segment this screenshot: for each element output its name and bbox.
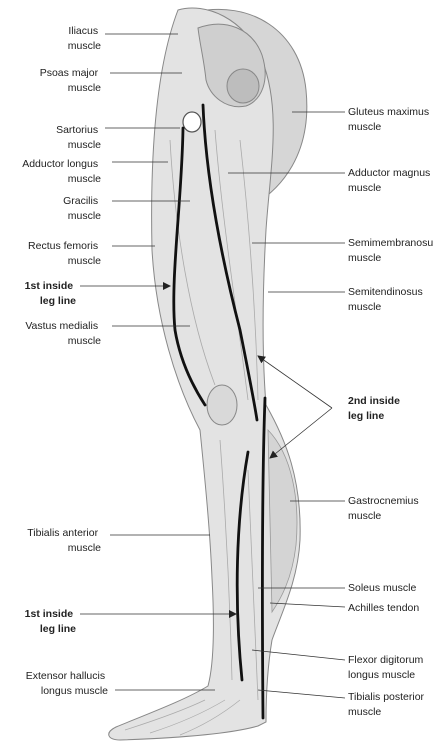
label-sartorius: Sartorius muscle (56, 124, 101, 151)
label-gluteus-maximus: Gluteus maximus muscle (348, 106, 432, 133)
first-inside-leg-line-thigh (172, 126, 207, 407)
shin-contour-1 (219, 439, 233, 681)
label-tibialis-posterior: Tibialis posterior muscle (348, 691, 427, 718)
shin-contour-2 (247, 469, 259, 701)
label-first-inside-leg-line-lower: 1st inside leg line (25, 608, 77, 635)
second-inside-leg-line-calf (261, 396, 267, 720)
label-soleus: Soleus muscle (348, 582, 416, 594)
calf-shade (267, 428, 298, 614)
label-rectus-femoris: Rectus femoris muscle (28, 240, 101, 267)
label-first-inside-leg-line-upper: 1st inside leg line (25, 280, 77, 307)
inside-leg-lines (172, 103, 267, 720)
label-flexor-digitorum: Flexor digitorum longus muscle (348, 654, 426, 681)
label-vastus-medialis: Vastus medialis muscle (25, 320, 101, 347)
label-adductor-magnus: Adductor magnus muscle (348, 167, 433, 194)
label-gastrocnemius: Gastrocnemius muscle (348, 495, 422, 522)
knee-cap (206, 384, 238, 426)
label-tibialis-anterior: Tibialis anterior muscle (27, 527, 101, 554)
thigh-contour-1 (169, 139, 216, 386)
leg-outline (108, 7, 301, 741)
right-leaders (228, 111, 346, 699)
first-inside-leg-line-shin (235, 450, 250, 682)
acetabulum (226, 68, 260, 104)
label-second-inside-leg-line: 2nd inside leg line (348, 395, 403, 422)
label-achilles-tendon: Achilles tendon (348, 602, 419, 614)
label-semimembranosus: Semimembranosus muscle (348, 237, 433, 264)
left-labels: Iliacus muscle Psoas major muscle Sartor… (22, 25, 108, 697)
second-inside-leg-line-thigh (201, 103, 259, 422)
label-gracilis: Gracilis muscle (63, 195, 101, 222)
femoral-head (182, 111, 202, 133)
right-labels: Gluteus maximus muscle Adductor magnus m… (348, 106, 433, 718)
leg-illustration (108, 7, 308, 741)
left-leaders (80, 33, 237, 691)
label-extensor-hallucis: Extensor hallucis longus muscle (26, 670, 108, 697)
label-adductor-longus: Adductor longus muscle (22, 158, 101, 185)
label-psoas-major: Psoas major muscle (40, 67, 101, 94)
thigh-contour-2 (214, 129, 249, 401)
thigh-contour-3 (239, 139, 259, 401)
label-iliacus: Iliacus muscle (68, 25, 101, 52)
label-semitendinosus: Semitendinosus muscle (348, 286, 426, 313)
foot-tendons (124, 699, 241, 736)
